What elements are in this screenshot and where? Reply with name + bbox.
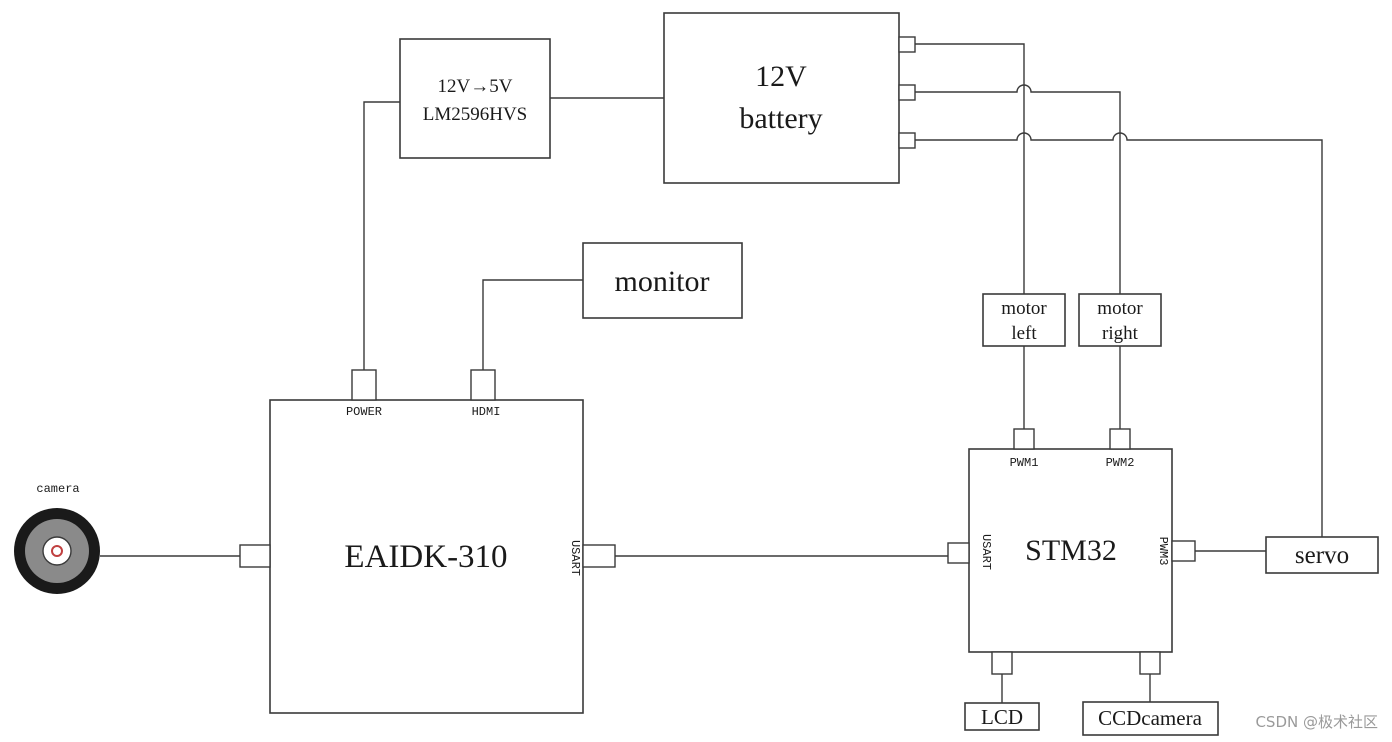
voltage-converter: 12V→5V LM2596HVS <box>399 38 551 159</box>
watermark: CSDN @极术社区 <box>1255 713 1378 731</box>
ccd-label: CCDcamera <box>1098 706 1202 730</box>
lcd-label: LCD <box>981 705 1023 729</box>
motor-right: motor right <box>1078 293 1162 347</box>
power-port <box>351 369 377 401</box>
wire-battery-to-motor-left <box>915 43 1025 294</box>
camera-lens-inner <box>51 545 63 557</box>
wire-hdmi-to-monitor <box>482 279 583 370</box>
converter-label-line2: LM2596HVS <box>423 104 528 125</box>
eaidk-box <box>269 399 584 714</box>
monitor-box <box>582 242 743 319</box>
ccd-camera: CCDcamera <box>1082 701 1219 736</box>
stm32-label: STM32 <box>1025 534 1117 567</box>
battery-label-line1: 12V <box>755 60 807 93</box>
servo: servo <box>1265 536 1379 574</box>
stm32-usart-port <box>947 542 970 564</box>
voltage-converter-box <box>399 38 551 159</box>
hdmi-port <box>470 369 496 401</box>
wire-battery-to-servo <box>915 132 1323 537</box>
motor-left-label-line2: left <box>1011 323 1037 344</box>
servo-label: servo <box>1295 542 1349 569</box>
ccd-port <box>1139 651 1161 675</box>
battery-terminal-3 <box>898 132 916 149</box>
hdmi-port-label: HDMI <box>472 405 501 419</box>
wire-converter-to-power <box>363 101 400 370</box>
stm32-box <box>968 448 1173 653</box>
power-port-label: POWER <box>346 405 382 419</box>
eaidk-usart-port <box>582 544 616 568</box>
camera: camera <box>14 482 100 594</box>
pwm2-port <box>1109 428 1131 450</box>
wire-battery-to-motor-right <box>915 84 1121 294</box>
motor-right-box <box>1078 293 1162 347</box>
converter-label-line1: 12V→5V <box>438 76 513 97</box>
monitor: monitor <box>582 242 743 319</box>
pwm1-label: PWM1 <box>1010 456 1039 470</box>
camera-label: camera <box>36 482 79 496</box>
motor-left-box <box>982 293 1066 347</box>
battery-terminal-2 <box>898 84 916 101</box>
motor-left: motor left <box>982 293 1066 347</box>
pwm1-port <box>1013 428 1035 450</box>
lcd: LCD <box>964 702 1040 731</box>
connections <box>100 43 1323 703</box>
ccd-box <box>1082 701 1219 736</box>
eaidk-usart-label: USART <box>568 540 582 576</box>
motor-right-label-line1: motor <box>1097 298 1143 319</box>
lcd-port <box>991 651 1013 675</box>
battery-label-line2: battery <box>739 102 822 135</box>
eaidk-camera-port <box>239 544 271 568</box>
lcd-box <box>964 702 1040 731</box>
stm32-board: STM32 PWM1 PWM2 USART PWM3 <box>947 428 1196 675</box>
battery: 12V battery <box>663 12 916 184</box>
pwm2-label: PWM2 <box>1106 456 1135 470</box>
battery-box <box>663 12 900 184</box>
pwm3-label: PWM3 <box>1156 537 1170 566</box>
eaidk-board: EAIDK-310 POWER HDMI USART <box>239 369 616 714</box>
motor-left-label-line1: motor <box>1001 298 1047 319</box>
monitor-label: monitor <box>615 265 710 298</box>
eaidk-label: EAIDK-310 <box>344 539 507 575</box>
motor-right-label-line2: right <box>1102 323 1139 344</box>
stm32-usart-label: USART <box>979 534 993 570</box>
servo-box <box>1265 536 1379 574</box>
battery-terminal-1 <box>898 36 916 53</box>
pwm3-port <box>1171 540 1196 562</box>
